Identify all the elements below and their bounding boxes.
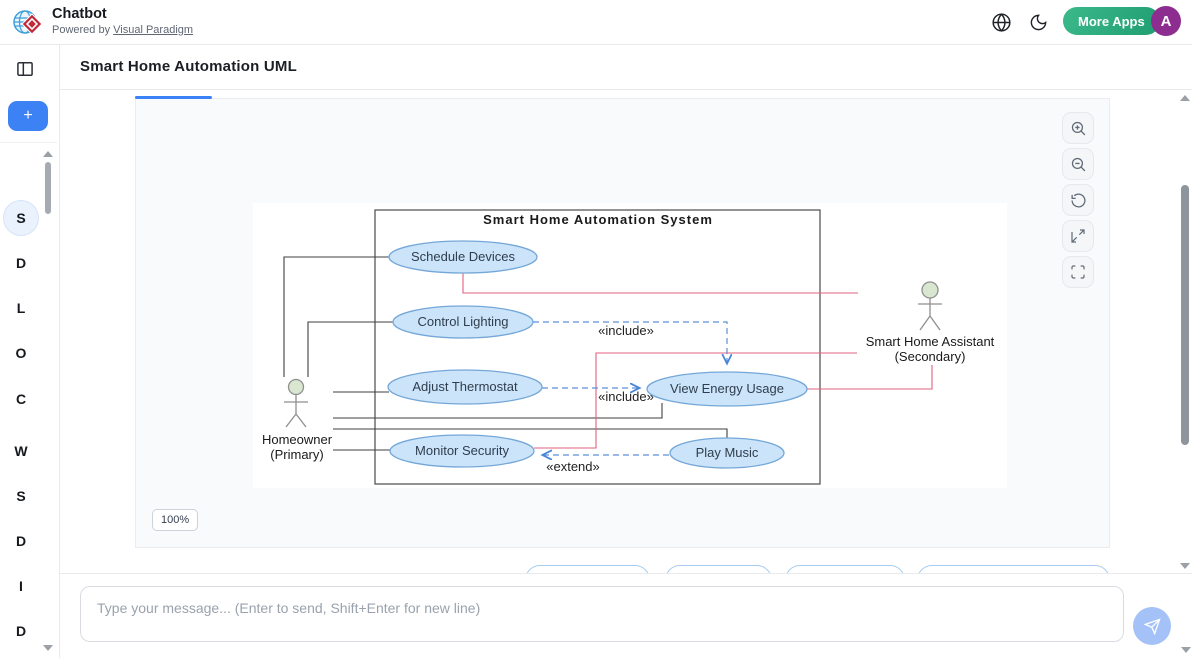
more-apps-button[interactable]: More Apps xyxy=(1063,7,1160,35)
conversation-titlebar: Smart Home Automation UML xyxy=(0,45,1192,90)
sidebar-item-chat-3[interactable]: L xyxy=(16,300,26,316)
app-title: Chatbot xyxy=(52,6,107,22)
sidebar-item-chat-4[interactable]: O xyxy=(15,345,27,361)
sidebar-item-chat-8[interactable]: D xyxy=(15,533,27,549)
sidebar-scroll-down-icon[interactable] xyxy=(43,645,53,651)
uml-diagram-canvas[interactable]: Smart Home Automation System «include» «… xyxy=(253,203,1007,488)
use-case-play-music xyxy=(669,437,785,469)
sidebar-item-chat-7[interactable]: S xyxy=(16,488,26,504)
include-label-2: «include» xyxy=(598,389,654,404)
svg-text:Monitor Security: Monitor Security xyxy=(415,443,509,458)
system-title: Smart Home Automation System xyxy=(483,212,713,227)
user-avatar[interactable]: A xyxy=(1151,6,1181,36)
actor-homeowner-role: (Primary) xyxy=(270,447,323,462)
dependency-links xyxy=(533,321,727,455)
use-case-nodes: Schedule Devices Control Lighting Adjust… xyxy=(387,240,808,469)
actor-smart-home-assistant: Smart Home Assistant (Secondary) xyxy=(866,281,995,364)
sidebar-scroll-up-icon[interactable] xyxy=(43,151,53,157)
svg-text:Play Music: Play Music xyxy=(696,445,759,460)
svg-text:View Energy Usage: View Energy Usage xyxy=(670,381,784,396)
visual-paradigm-link[interactable]: Visual Paradigm xyxy=(113,24,194,36)
use-case-view-energy-usage xyxy=(646,371,808,407)
sidebar-item-chat-10[interactable]: D xyxy=(15,623,27,639)
actor-homeowner: Homeowner (Primary) xyxy=(262,378,333,462)
chat-scroll-up-icon[interactable] xyxy=(1180,95,1190,101)
zoom-out-icon[interactable] xyxy=(1062,148,1094,180)
svg-text:Control Lighting: Control Lighting xyxy=(417,314,508,329)
primary-associations xyxy=(283,256,728,451)
send-plane-icon xyxy=(1143,617,1161,635)
chat-scrollbar-thumb[interactable] xyxy=(1181,185,1189,445)
sidebar-item-chat-5[interactable]: C xyxy=(15,391,27,407)
sidebar-item-chat-2[interactable]: D xyxy=(15,255,27,271)
zoom-in-icon[interactable] xyxy=(1062,112,1094,144)
use-case-adjust-thermostat xyxy=(387,369,543,405)
actor-assistant-role: (Secondary) xyxy=(895,349,966,364)
reset-view-icon[interactable] xyxy=(1062,184,1094,216)
dark-mode-moon-icon[interactable] xyxy=(1026,10,1050,34)
include-label-1: «include» xyxy=(598,323,654,338)
sidebar-item-chat-6[interactable]: W xyxy=(14,443,28,459)
language-globe-icon[interactable] xyxy=(989,10,1013,34)
message-composer xyxy=(60,573,1192,658)
sidebar-divider xyxy=(0,142,57,143)
expand-icon[interactable] xyxy=(1062,220,1094,252)
use-case-schedule-devices xyxy=(388,240,538,274)
sidebar-scrollbar-thumb[interactable] xyxy=(45,162,51,214)
fullscreen-icon[interactable] xyxy=(1062,256,1094,288)
message-input[interactable] xyxy=(80,586,1124,642)
active-tab-indicator xyxy=(135,96,212,99)
sidebar-item-chat-9[interactable]: I xyxy=(19,578,23,594)
zoom-level-badge: 100% xyxy=(152,509,199,531)
app-header: Chatbot Powered by Visual Paradigm More … xyxy=(0,0,1192,45)
conversation-title: Smart Home Automation UML xyxy=(80,58,297,75)
visual-paradigm-logo-icon xyxy=(12,7,43,38)
send-button[interactable] xyxy=(1133,607,1171,645)
composer-scroll-down-icon[interactable] xyxy=(1181,647,1191,653)
powered-by: Powered by Visual Paradigm xyxy=(52,24,194,36)
actor-homeowner-name: Homeowner xyxy=(262,432,333,447)
sidebar: + S D L O C W S D I D D xyxy=(0,45,60,658)
svg-text:Adjust Thermostat: Adjust Thermostat xyxy=(412,379,518,394)
new-chat-button[interactable]: + xyxy=(8,101,48,131)
use-case-control-lighting xyxy=(392,305,534,339)
actor-assistant-name: Smart Home Assistant xyxy=(866,334,995,349)
svg-text:Schedule Devices: Schedule Devices xyxy=(411,249,516,264)
chat-scroll-down-icon[interactable] xyxy=(1180,563,1190,569)
extend-label: «extend» xyxy=(546,459,600,474)
use-case-monitor-security xyxy=(389,434,535,468)
sidebar-item-chat-1[interactable]: S xyxy=(3,200,39,236)
sidebar-toggle-icon[interactable] xyxy=(14,58,36,80)
